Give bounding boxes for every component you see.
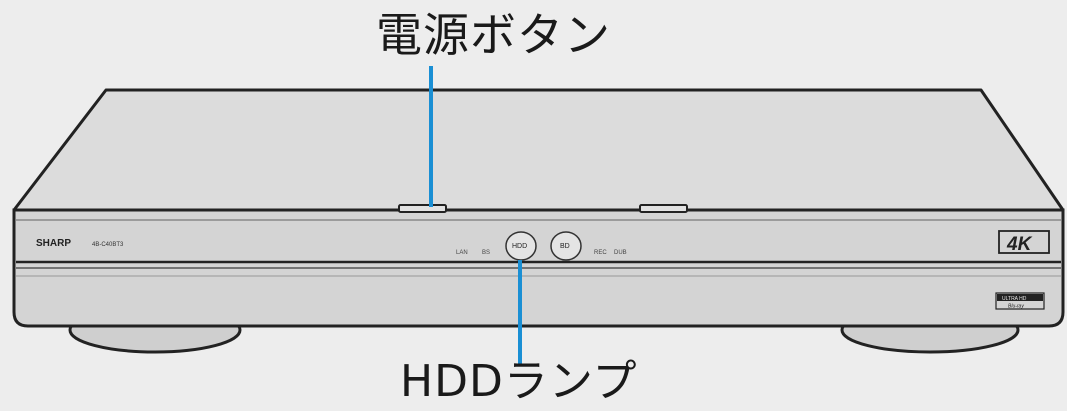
brand-logo: SHARP xyxy=(36,238,71,249)
hdd-lamp-label: HDDランプ xyxy=(400,356,638,407)
top-lid xyxy=(12,88,1065,212)
model-badge: 4B-C40BT3 xyxy=(92,242,124,248)
bd-lamp-ring xyxy=(550,231,582,261)
resolution-badge: 4K xyxy=(1006,234,1033,255)
indicator-lan: LAN xyxy=(456,250,468,256)
indicator-dub: DUB xyxy=(614,250,627,256)
eject-button[interactable] xyxy=(639,204,688,213)
indicator-bd: BD xyxy=(560,243,570,250)
format-logo-line2: Blu-ray xyxy=(1008,304,1024,310)
indicator-hdd: HDD xyxy=(512,243,527,250)
indicator-rec: REC xyxy=(594,250,607,256)
resolution-badge-frame xyxy=(998,230,1050,254)
power-button-label: 電源ボタン xyxy=(376,8,611,62)
format-logo-line1: ULTRA HD xyxy=(1002,296,1027,302)
indicator-bs: BS xyxy=(482,250,490,256)
format-logo-bar xyxy=(997,294,1043,301)
power-button[interactable] xyxy=(398,204,447,213)
